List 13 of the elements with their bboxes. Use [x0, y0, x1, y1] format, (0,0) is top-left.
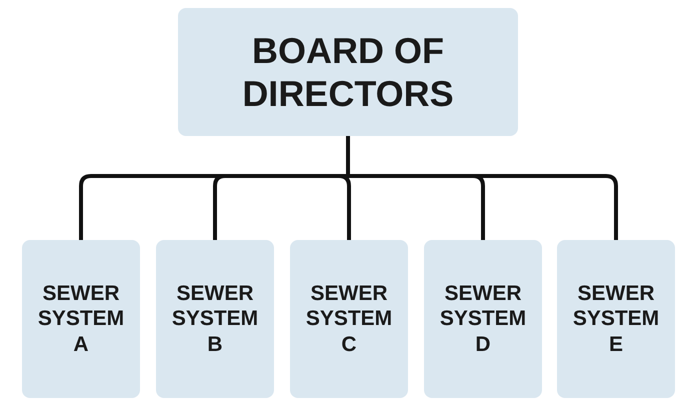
department-label: SEWER SYSTEM D	[438, 281, 528, 357]
department-box	[290, 240, 408, 398]
department-label: SEWER SYSTEM E	[572, 281, 660, 357]
board-box	[178, 8, 518, 136]
department-box	[424, 240, 542, 398]
department-label: SEWER SYSTEM A	[36, 281, 126, 357]
department-box	[557, 240, 675, 398]
department-label: SEWER SYSTEM C	[304, 281, 394, 357]
department-label: SEWER SYSTEM B	[170, 281, 260, 357]
department-box	[156, 240, 274, 398]
board-title: BOARD OF DIRECTORS	[241, 28, 455, 116]
department-box	[22, 240, 140, 398]
connector-line	[346, 136, 618, 240]
